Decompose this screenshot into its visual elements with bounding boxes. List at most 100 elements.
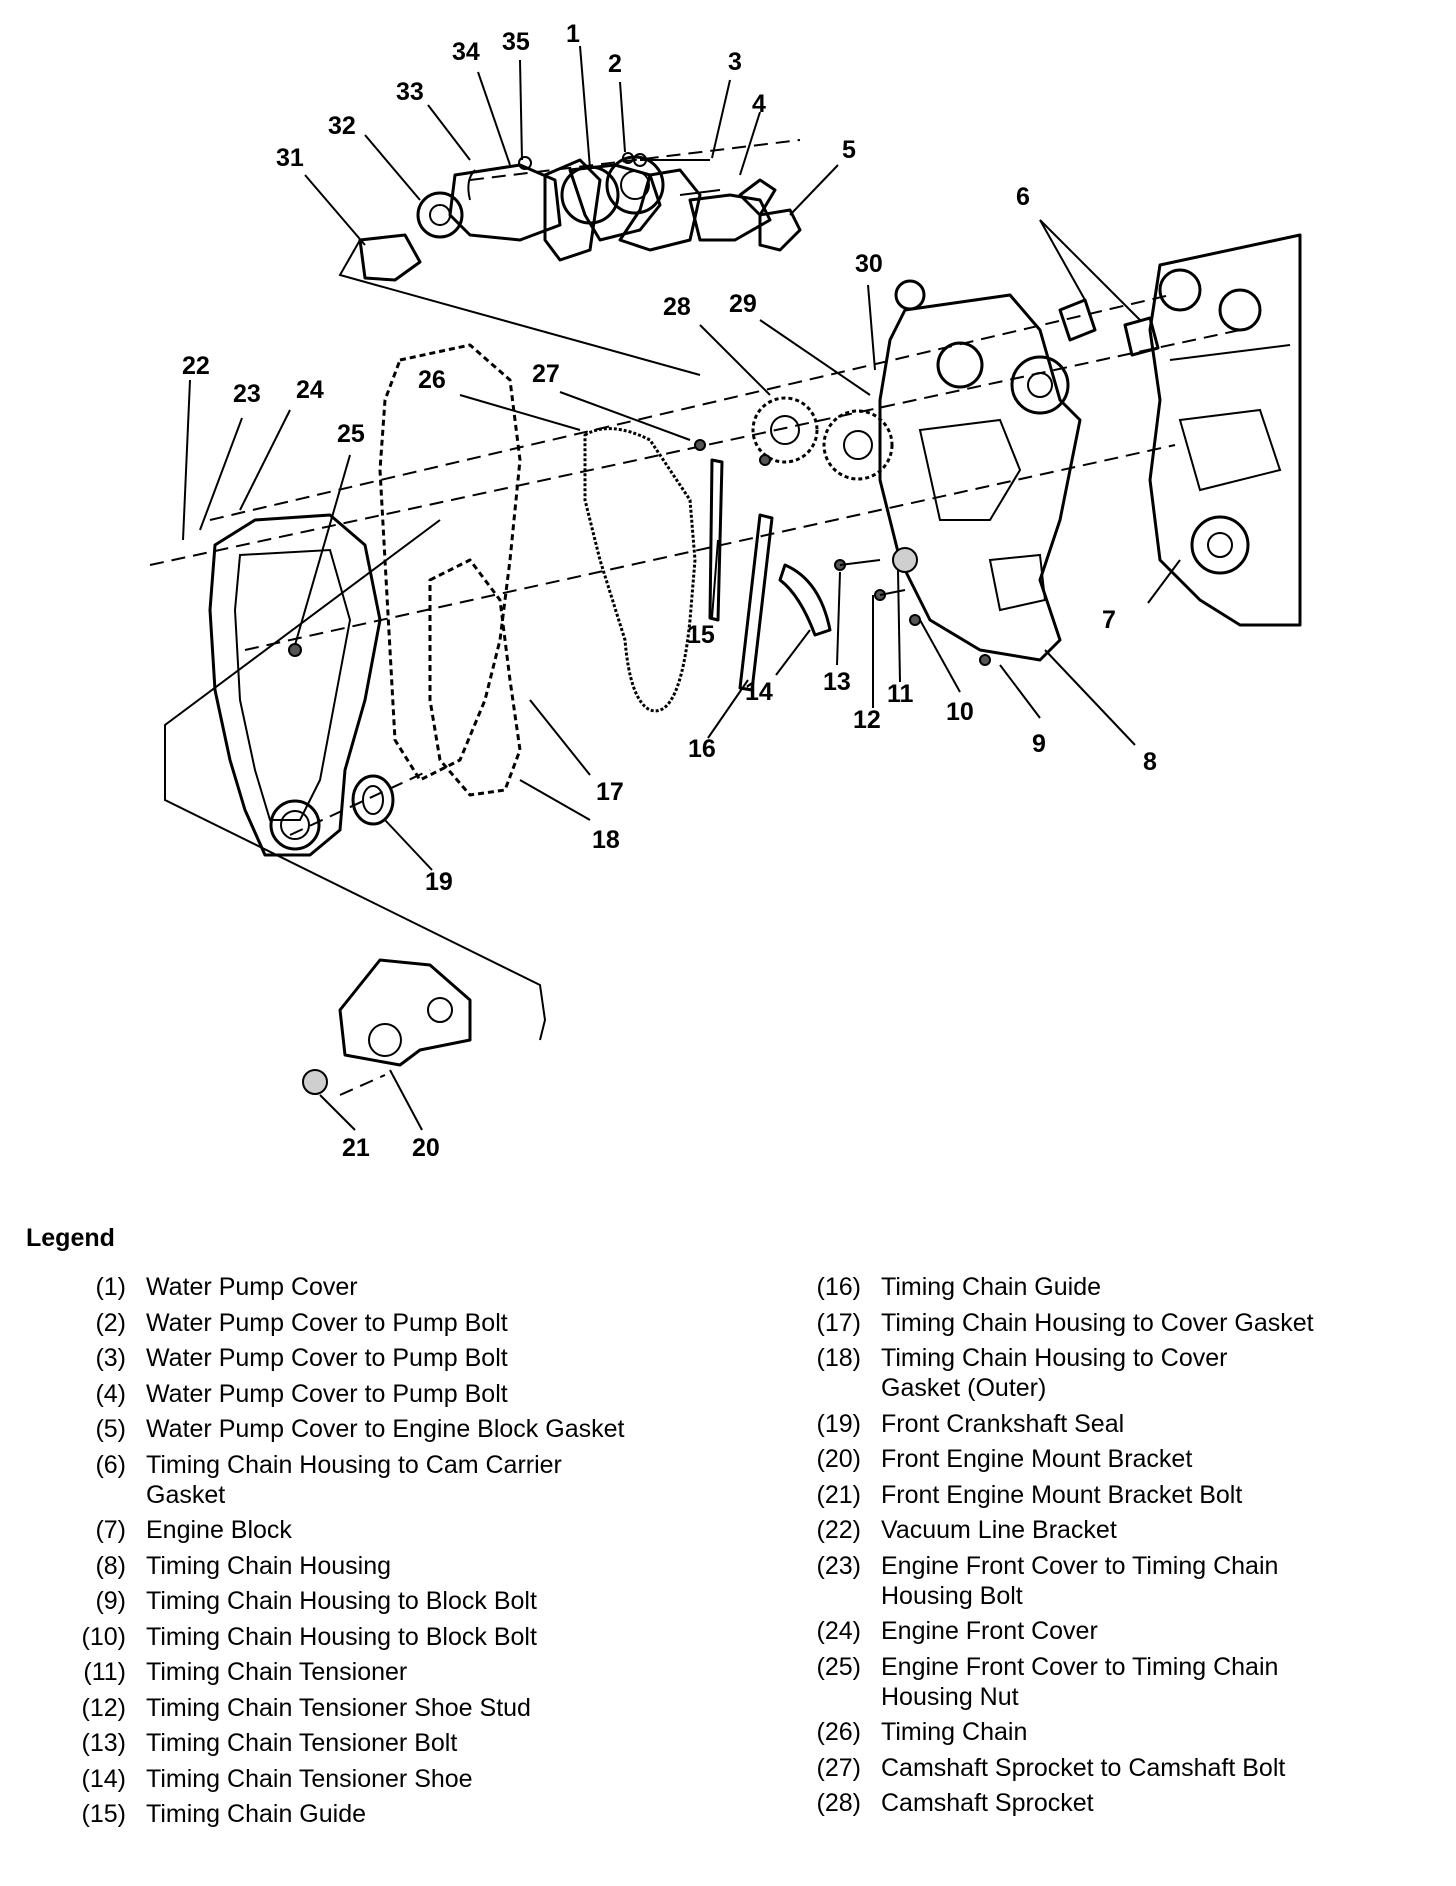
legend-item-label-line: Housing Bolt [881, 1581, 1023, 1610]
legend-item: (21) Front Engine Mount Bracket Bolt [795, 1480, 1435, 1510]
legend-title: Legend [26, 1224, 115, 1252]
camshaft-sprockets [694, 396, 894, 481]
engine-block [1148, 233, 1302, 627]
legend-item-number: (1) [95, 1273, 126, 1301]
legend-item: (8) Timing Chain Housing [60, 1551, 760, 1581]
callout-5: 5 [842, 136, 856, 164]
legend-item-label: Timing Chain Housing to Block Bolt [146, 1586, 760, 1616]
callout-6: 6 [1016, 183, 1030, 211]
callout-12: 12 [853, 706, 881, 734]
legend-item-number: (10) [81, 1622, 126, 1651]
legend-item-label-line: Gasket (Outer) [881, 1374, 1047, 1402]
legend-item: (27) Camshaft Sprocket to Camshaft Bolt [795, 1753, 1435, 1783]
legend-item: (28)Camshaft Sprocket [795, 1788, 1435, 1818]
legend-item-number: (9) [95, 1587, 126, 1615]
legend-item-label: Vacuum Line Bracket [881, 1515, 1435, 1545]
legend-item-label-line: Water Pump Cover to Engine Block Gasket [146, 1415, 625, 1443]
legend-item-number: (5) [95, 1415, 126, 1443]
callout-25: 25 [337, 420, 365, 448]
legend-item: (20)Front Engine Mount Bracket [795, 1444, 1435, 1474]
legend-item-label-line: Front Engine Mount Bracket Bolt [881, 1480, 1243, 1509]
legend-item-label-line: Water Pump Cover [146, 1273, 358, 1301]
legend-item-label: Timing Chain Housing [146, 1551, 760, 1581]
front-engine-mount-bracket [302, 958, 472, 1095]
front-crankshaft-seal [351, 774, 395, 826]
timing-chain-housing [878, 279, 1082, 662]
legend-item: (4)Water Pump Cover to Pump Bolt [60, 1379, 760, 1409]
legend-item-label: Timing Chain Guide [146, 1799, 760, 1829]
legend-item: (26) Timing Chain [795, 1717, 1435, 1747]
legend-item-label: Engine Block [146, 1515, 760, 1545]
legend-item-label-line: Engine Front Cover [881, 1617, 1098, 1645]
legend-item-label-line: Timing Chain Tensioner Bolt [146, 1729, 458, 1757]
callout-8: 8 [1143, 748, 1157, 776]
legend-item-number: (15) [81, 1800, 126, 1828]
legend-item-label: Front Crankshaft Seal [881, 1409, 1435, 1439]
legend-item-number: (12) [81, 1693, 126, 1722]
legend-item-label: Water Pump Cover to Pump Bolt [146, 1343, 760, 1373]
legend-item-label-line: Engine Front Cover to Timing Chain [881, 1652, 1279, 1681]
legend-item-label: Timing Chain [881, 1717, 1435, 1747]
callout-35: 35 [502, 28, 530, 56]
legend-item-number: (18) [816, 1344, 861, 1372]
legend-item-label-line: Water Pump Cover to Pump Bolt [146, 1379, 508, 1408]
callout-33: 33 [396, 78, 424, 106]
legend-item: (22) Vacuum Line Bracket [795, 1515, 1435, 1545]
legend-item-number: (26) [816, 1718, 861, 1746]
legend-item-number: (6) [95, 1450, 126, 1479]
callout-9: 9 [1032, 730, 1046, 758]
legend-item-label-line: Engine Block [146, 1516, 292, 1544]
legend-item-label: Water Pump Cover [146, 1272, 760, 1302]
legend-item-label-line: Timing Chain Housing to Block Bolt [146, 1587, 537, 1615]
legend-item: (14)Timing Chain Tensioner Shoe [60, 1764, 760, 1794]
legend-item-label: Water Pump Cover to Engine Block Gasket [146, 1414, 760, 1444]
water-pump-assembly [358, 152, 802, 282]
legend-item-label: Timing Chain Tensioner Bolt [146, 1728, 760, 1758]
legend-item-number: (22) [816, 1516, 861, 1544]
legend-item-label: Camshaft Sprocket to Camshaft Bolt [881, 1753, 1435, 1783]
callout-14: 14 [745, 678, 773, 706]
legend-item-label-line: Timing Chain Housing to Cover Gasket [881, 1308, 1314, 1337]
callout-1: 1 [566, 20, 580, 48]
housing-cover-gaskets [378, 343, 522, 797]
legend-item: (17)Timing Chain Housing to Cover Gasket [795, 1308, 1435, 1338]
legend-item: (11)Timing Chain Tensioner [60, 1657, 760, 1687]
callout-28: 28 [663, 293, 691, 321]
legend-item-number: (21) [816, 1480, 861, 1509]
legend-item-label-line: Timing Chain Housing to Cover [881, 1344, 1228, 1372]
callout-32: 32 [328, 112, 356, 140]
legend-item-label: Timing Chain Tensioner Shoe Stud [146, 1693, 760, 1723]
legend-item-number: (27) [816, 1753, 861, 1782]
legend-item: (10)Timing Chain Housing to Block Bolt [60, 1622, 760, 1652]
callout-31: 31 [276, 144, 304, 172]
legend-item-label: Timing Chain Guide [881, 1272, 1435, 1302]
legend-item-label-line: Camshaft Sprocket to Camshaft Bolt [881, 1753, 1286, 1782]
callout-29: 29 [729, 290, 757, 318]
callout-20: 20 [412, 1134, 440, 1162]
legend-item: (1) Water Pump Cover [60, 1272, 760, 1302]
legend-item-number: (8) [95, 1551, 126, 1580]
legend-item-label: Timing Chain Tensioner [146, 1657, 760, 1687]
callout-11: 11 [887, 680, 914, 708]
chain-guides-and-tensioner [708, 458, 991, 692]
legend-item-label: Camshaft Sprocket [881, 1788, 1435, 1818]
callout-7: 7 [1102, 606, 1116, 634]
callout-26: 26 [418, 366, 446, 394]
leader-lines [182, 45, 1181, 1131]
legend-item-number: (13) [81, 1729, 126, 1757]
callout-18: 18 [592, 826, 620, 854]
legend-item: (24)Engine Front Cover [795, 1616, 1435, 1646]
legend-item: (19)Front Crankshaft Seal [795, 1409, 1435, 1439]
legend-item-number: (7) [95, 1516, 126, 1544]
legend-item-label-line: Timing Chain Guide [146, 1800, 367, 1828]
legend-item: (2)Water Pump Cover to Pump Bolt [60, 1308, 760, 1338]
cam-carrier-gaskets [1058, 298, 1160, 357]
callout-15: 15 [687, 621, 715, 649]
callout-30: 30 [855, 250, 883, 278]
legend-item-label-line: Timing Chain Guide [881, 1273, 1102, 1301]
callout-10: 10 [946, 698, 974, 726]
